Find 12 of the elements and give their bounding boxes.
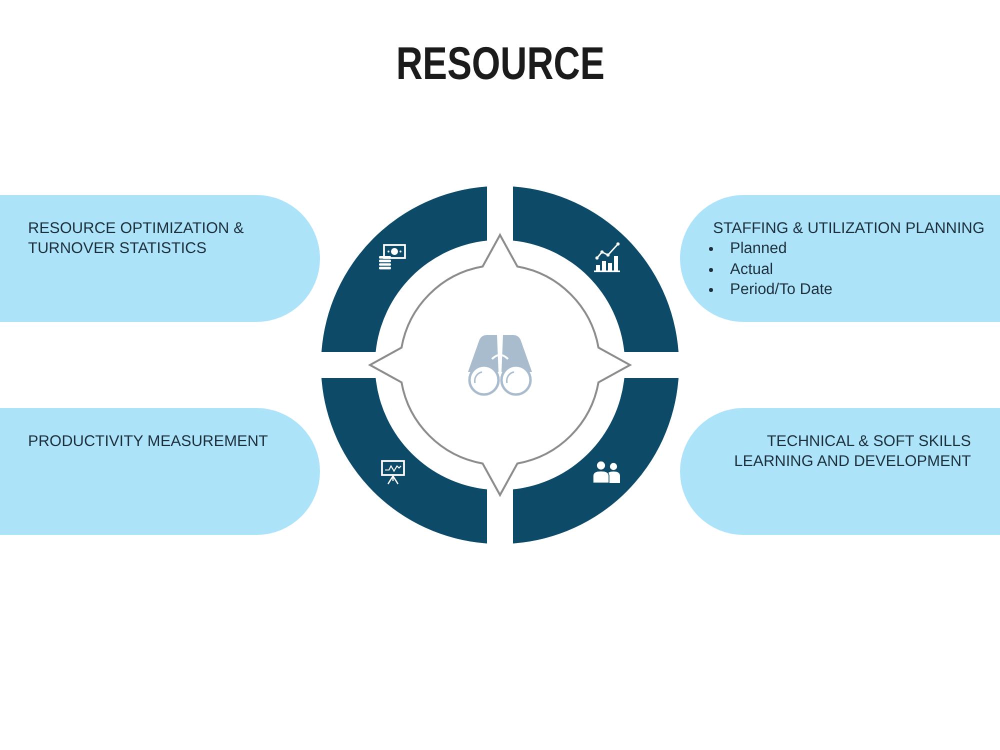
rounded-band xyxy=(680,408,1000,535)
heading-text: TECHNICAL & SOFT SKILLS LEARNING AND DEVELOPMENT xyxy=(733,432,971,472)
heading-text: PRODUCTIVITY MEASUREMENT xyxy=(28,432,268,452)
heading-text: RESOURCE OPTIMIZATION & TURNOVER STATISTICS xyxy=(28,219,245,259)
heading-text: STAFFING & UTILIZATION PLANNING xyxy=(713,219,985,239)
list-item: Period/To Date xyxy=(730,280,833,300)
list-item: Actual xyxy=(730,260,774,280)
list-item: Planned xyxy=(730,239,787,259)
rounded-band xyxy=(0,195,320,322)
title: RESOURCE xyxy=(396,38,604,88)
rounded-band xyxy=(0,408,320,535)
rounded-band xyxy=(680,195,1000,322)
